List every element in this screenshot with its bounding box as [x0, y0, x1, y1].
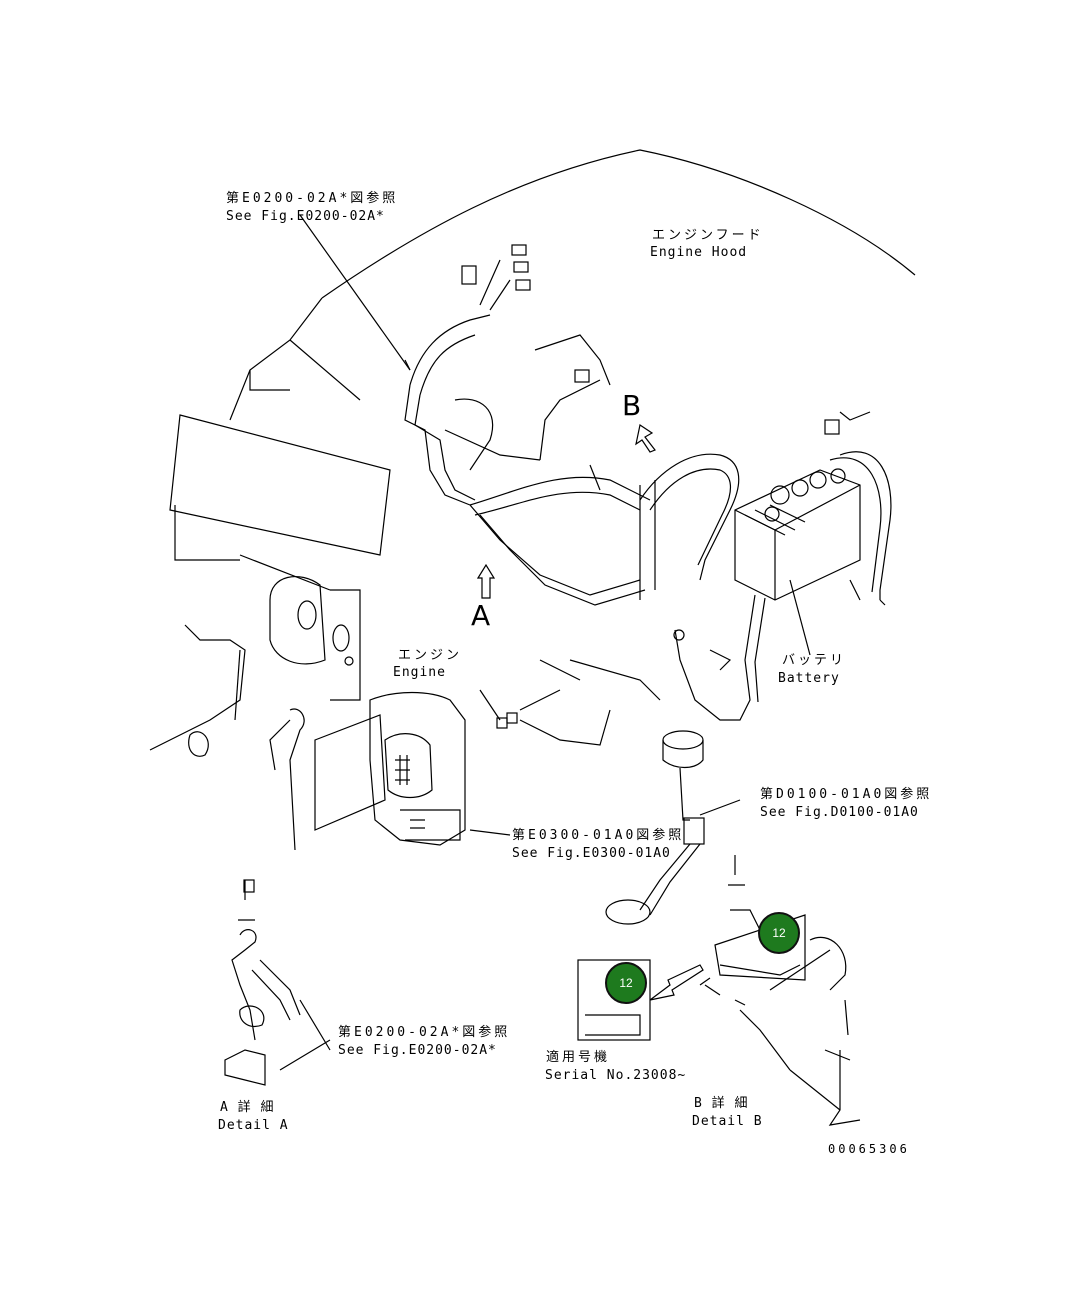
engine-block-outline [169, 414, 391, 556]
serial-label-jp: 適用号機 [546, 1050, 611, 1065]
ref-e0200-en: See Fig.E0200-02A* [226, 209, 385, 224]
detail-b-title-en: Detail B [692, 1114, 763, 1129]
arrow-b [635, 424, 656, 453]
ref-d0100-en: See Fig.D0100-01A0 [760, 805, 919, 820]
main-harness [409, 314, 491, 386]
detail-a-drawing [231, 880, 257, 1041]
detail-b-title-jp: B 詳 細 [694, 1096, 749, 1111]
drawing-number: 00065306 [828, 1142, 910, 1156]
battery-label-en: Battery [778, 671, 840, 686]
detail-a-title-en: Detail A [218, 1118, 289, 1133]
ref-e0200-detail-en: See Fig.E0200-02A* [338, 1043, 497, 1058]
engine-hood-label-en: Engine Hood [650, 245, 748, 260]
detail-b-drawing [728, 855, 761, 931]
view-b-marker: B [622, 389, 642, 422]
ref-e0200-jp: 第E0200-02A*図参照 [226, 191, 399, 206]
ref-d0100-jp: 第D0100-01A0図参照 [760, 787, 933, 802]
battery-label-jp: バッテリ [782, 653, 847, 668]
ref-e0300-en: See Fig.E0300-01A0 [512, 846, 671, 861]
engine-label-en: Engine [393, 665, 446, 680]
controller-box [314, 714, 386, 831]
engine-hood-outline [321, 149, 916, 299]
serial-label-en: Serial No.23008~ [545, 1068, 687, 1083]
engine-label-jp: エンジン [398, 648, 463, 663]
ref-e0200-detail-jp: 第E0200-02A*図参照 [338, 1025, 511, 1040]
battery-outline [734, 469, 861, 601]
arrow-a [476, 563, 496, 599]
ref-e0300-jp: 第E0300-01A0図参照 [512, 828, 685, 843]
view-a-marker: A [471, 599, 491, 632]
battery-cable [839, 451, 892, 600]
callout-12-serial[interactable]: 12 [605, 962, 647, 1004]
callout-12-detail-b[interactable]: 12 [758, 912, 800, 954]
detail-a-title-jp: A 詳 細 [220, 1100, 275, 1115]
engine-hood-label-jp: エンジンフード [652, 228, 764, 243]
